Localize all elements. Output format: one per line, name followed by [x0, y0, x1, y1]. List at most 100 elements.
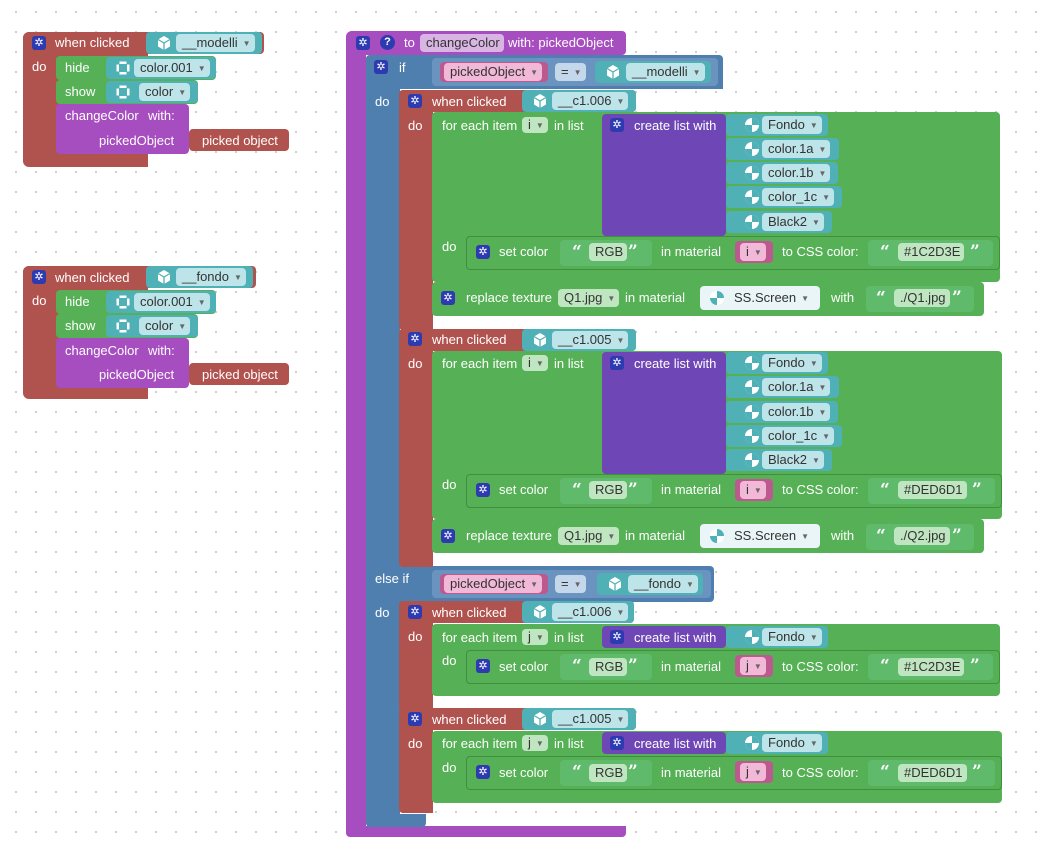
color-string-field[interactable]: #1C2D3E — [898, 243, 965, 261]
gear-icon[interactable]: ✲ — [476, 659, 490, 673]
material-dropdown[interactable]: SS.Screen▼ — [728, 289, 814, 307]
material-dropdown[interactable]: color_1c▼ — [762, 188, 835, 206]
cube-icon — [156, 269, 172, 285]
gear-icon[interactable]: ✲ — [408, 94, 422, 108]
material-dropdown[interactable]: color.1a▼ — [762, 140, 831, 158]
gear-icon[interactable]: ✲ — [32, 270, 46, 284]
inlist-label: in list — [554, 356, 584, 371]
create-list-block[interactable] — [602, 114, 726, 236]
item-variable-dropdown[interactable]: j▼ — [522, 735, 548, 751]
gear-icon[interactable]: ✲ — [610, 356, 624, 370]
operator-dropdown[interactable]: =▼ — [555, 63, 586, 81]
gear-icon[interactable]: ✲ — [476, 245, 490, 259]
string-field[interactable]: RGB — [589, 658, 628, 676]
ball-icon — [744, 165, 760, 181]
material-dropdown[interactable]: Fondo▼ — [762, 628, 822, 646]
arg-label: picked object — [202, 367, 278, 382]
close-quote-icon: ” — [628, 480, 638, 500]
string-field[interactable]: RGB — [589, 764, 628, 782]
gear-icon[interactable]: ✲ — [610, 630, 624, 644]
set-color-label: set color — [499, 482, 549, 497]
gear-icon[interactable]: ✲ — [374, 60, 388, 74]
material-dropdown[interactable]: color.1b▼ — [762, 403, 831, 421]
replace-texture-label: replace texture — [466, 290, 552, 305]
material-dropdown[interactable]: Fondo▼ — [762, 734, 822, 752]
string-field[interactable]: RGB — [589, 481, 628, 499]
material-dropdown[interactable]: Fondo▼ — [762, 116, 822, 134]
texture-dropdown[interactable]: Q1.jpg▼ — [558, 527, 620, 545]
in-material-label: in material — [661, 659, 721, 674]
set-color-label: set color — [499, 244, 549, 259]
material-dropdown[interactable]: Black2▼ — [762, 451, 824, 469]
open-quote-icon: “ — [880, 480, 890, 500]
variable-dropdown[interactable]: pickedObject▼ — [444, 575, 543, 593]
if-label: if — [399, 60, 406, 75]
in-material-label: in material — [661, 482, 721, 497]
material-dropdown[interactable]: color_1c▼ — [762, 427, 835, 445]
gear-icon[interactable]: ✲ — [408, 605, 422, 619]
material-dropdown[interactable]: Black2▼ — [762, 213, 824, 231]
object-dropdown[interactable]: color.001▼ — [134, 59, 210, 77]
object-dropdown[interactable]: __c1.006▼ — [552, 603, 629, 621]
variable-dropdown[interactable]: j▼ — [740, 763, 766, 781]
object-dropdown[interactable]: __modelli▼ — [176, 34, 255, 52]
do-label: do — [442, 477, 457, 492]
set-color-label: set color — [499, 765, 549, 780]
procedure-name-field[interactable]: changeColor — [420, 34, 504, 52]
gear-icon[interactable]: ✲ — [32, 36, 46, 50]
color-string-field[interactable]: #DED6D1 — [898, 481, 967, 499]
gear-icon[interactable]: ✲ — [408, 712, 422, 726]
create-list-block[interactable] — [602, 732, 726, 754]
foreach-label: for each item — [442, 736, 518, 751]
file-string-field[interactable]: ./Q2.jpg — [894, 527, 950, 545]
file-string-field[interactable]: ./Q1.jpg — [894, 289, 950, 307]
gear-icon[interactable]: ✲ — [610, 736, 624, 750]
object-dropdown[interactable]: __c1.005▼ — [552, 710, 629, 728]
gear-icon[interactable]: ✲ — [476, 765, 490, 779]
gear-icon[interactable]: ✲ — [408, 332, 422, 346]
with-label: with: — [148, 343, 175, 358]
object-dropdown[interactable]: __fondo▼ — [628, 575, 698, 593]
css-color-label: to CSS color: — [782, 765, 859, 780]
texture-dropdown[interactable]: Q1.jpg▼ — [558, 289, 620, 307]
material-dropdown[interactable]: Fondo▼ — [762, 354, 822, 372]
object-dropdown[interactable]: color.001▼ — [134, 293, 210, 311]
arg-block[interactable] — [189, 363, 289, 385]
object-dropdown[interactable]: __c1.005▼ — [552, 331, 629, 349]
object-dropdown[interactable]: __c1.006▼ — [552, 92, 629, 110]
hide-label: hide — [65, 294, 90, 309]
color-string-field[interactable]: #DED6D1 — [898, 764, 967, 782]
open-quote-icon: “ — [876, 526, 886, 546]
item-variable-dropdown[interactable]: j▼ — [522, 629, 548, 645]
create-list-label: create list with — [634, 118, 717, 133]
object-dropdown[interactable]: color▼ — [139, 317, 191, 335]
create-list-block[interactable] — [602, 626, 726, 648]
gear-icon[interactable]: ✲ — [476, 483, 490, 497]
ball-icon — [744, 214, 760, 230]
do-label: do — [442, 760, 457, 775]
item-variable-dropdown[interactable]: i▼ — [522, 117, 548, 133]
material-dropdown[interactable]: SS.Screen▼ — [728, 527, 814, 545]
help-icon[interactable]: ? — [380, 35, 395, 50]
object-dropdown[interactable]: color▼ — [139, 83, 191, 101]
variable-dropdown[interactable]: i▼ — [740, 243, 766, 261]
create-list-block[interactable] — [602, 352, 726, 474]
item-variable-dropdown[interactable]: i▼ — [522, 355, 548, 371]
material-dropdown[interactable]: color.1a▼ — [762, 378, 831, 396]
gear-icon[interactable]: ✲ — [441, 529, 455, 543]
string-field[interactable]: RGB — [589, 243, 628, 261]
variable-dropdown[interactable]: i▼ — [740, 481, 766, 499]
arg-block[interactable] — [189, 129, 289, 151]
object-dropdown[interactable]: __fondo▼ — [176, 268, 246, 286]
gear-icon[interactable]: ✲ — [441, 291, 455, 305]
call-block[interactable] — [56, 338, 189, 388]
variable-dropdown[interactable]: j▼ — [740, 657, 766, 675]
material-dropdown[interactable]: color.1b▼ — [762, 164, 831, 182]
color-string-field[interactable]: #1C2D3E — [898, 658, 965, 676]
gear-icon[interactable]: ✲ — [610, 118, 624, 132]
operator-dropdown[interactable]: =▼ — [555, 575, 586, 593]
gear-icon[interactable]: ✲ — [356, 36, 370, 50]
variable-dropdown[interactable]: pickedObject▼ — [444, 63, 543, 81]
object-dropdown[interactable]: __modelli▼ — [626, 63, 705, 81]
call-block[interactable] — [56, 104, 189, 154]
